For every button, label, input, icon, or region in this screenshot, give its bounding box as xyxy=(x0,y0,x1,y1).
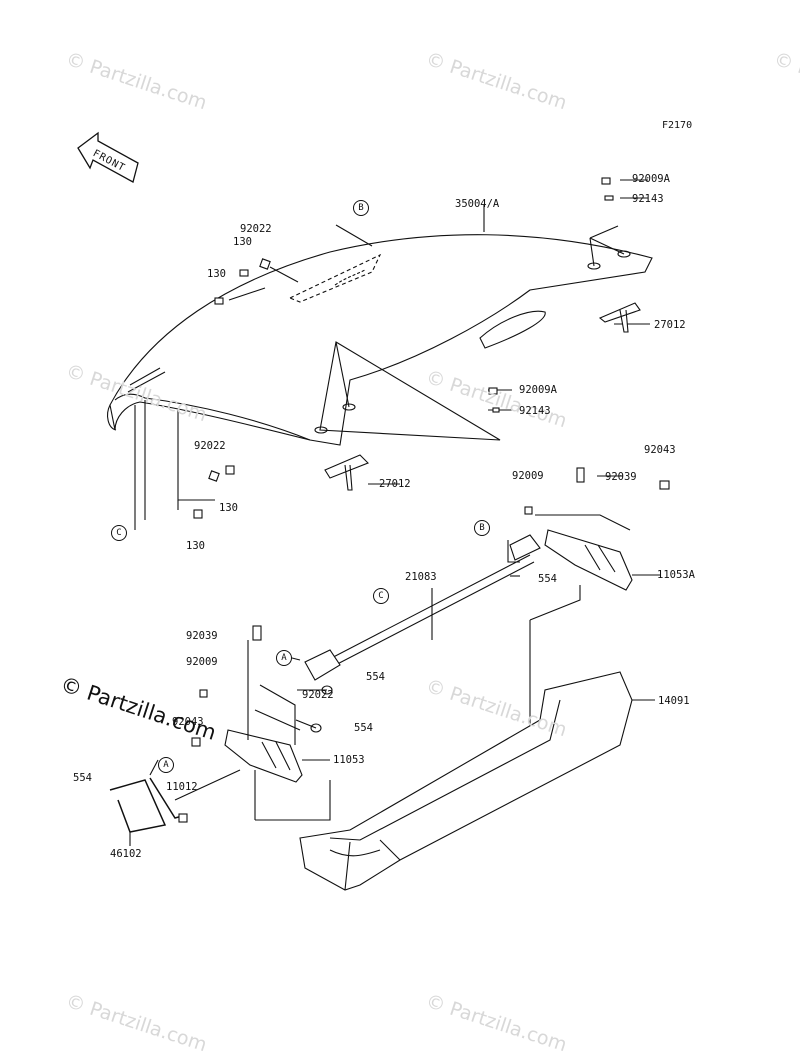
part-label: 46102 xyxy=(110,848,142,860)
front-arrow-icon xyxy=(77,131,139,183)
part-label: 130 xyxy=(186,540,205,552)
callout-c: C xyxy=(373,588,389,604)
part-label: 92143 xyxy=(632,193,664,205)
under-cover-14091 xyxy=(299,671,633,891)
callout-c: C xyxy=(111,525,127,541)
callout-a: A xyxy=(158,757,174,773)
part-label: 11012 xyxy=(166,781,198,793)
bracket-27012-top xyxy=(598,302,641,333)
part-label: 92043 xyxy=(172,716,204,728)
part-label: 35004/A xyxy=(455,198,500,210)
part-label: 130 xyxy=(219,502,238,514)
part-label: 554 xyxy=(354,722,373,734)
part-label: 92039 xyxy=(605,471,637,483)
part-label: 27012 xyxy=(654,319,686,331)
roof-panel xyxy=(107,234,653,446)
part-label: 130 xyxy=(207,268,226,280)
part-label: 92143 xyxy=(519,405,551,417)
part-label: 92022 xyxy=(240,223,272,235)
rod-21083 xyxy=(317,554,535,673)
part-label: 130 xyxy=(233,236,252,248)
bracket-11053a xyxy=(544,529,633,591)
part-label: 92009 xyxy=(512,470,544,482)
callout-b: B xyxy=(353,200,369,216)
part-label: 27012 xyxy=(379,478,411,490)
part-label: 92009A xyxy=(519,384,557,396)
part-label: 92022 xyxy=(302,689,334,701)
part-label: 11053A xyxy=(657,569,695,581)
part-label: 14091 xyxy=(658,695,690,707)
callout-b: B xyxy=(474,520,490,536)
part-label: 554 xyxy=(73,772,92,784)
callout-a: A xyxy=(276,650,292,666)
part-label: 92009 xyxy=(186,656,218,668)
part-label: 554 xyxy=(366,671,385,683)
bracket-27012-mid xyxy=(324,454,369,491)
part-label: 92043 xyxy=(644,444,676,456)
bracket-11053 xyxy=(224,729,303,783)
diagram-code: F2170 xyxy=(662,120,693,131)
part-label: 554 xyxy=(538,573,557,585)
part-label: 92009A xyxy=(632,173,670,185)
part-label: 21083 xyxy=(405,571,437,583)
part-label: 11053 xyxy=(333,754,365,766)
part-label: 92039 xyxy=(186,630,218,642)
part-label: 92022 xyxy=(194,440,226,452)
